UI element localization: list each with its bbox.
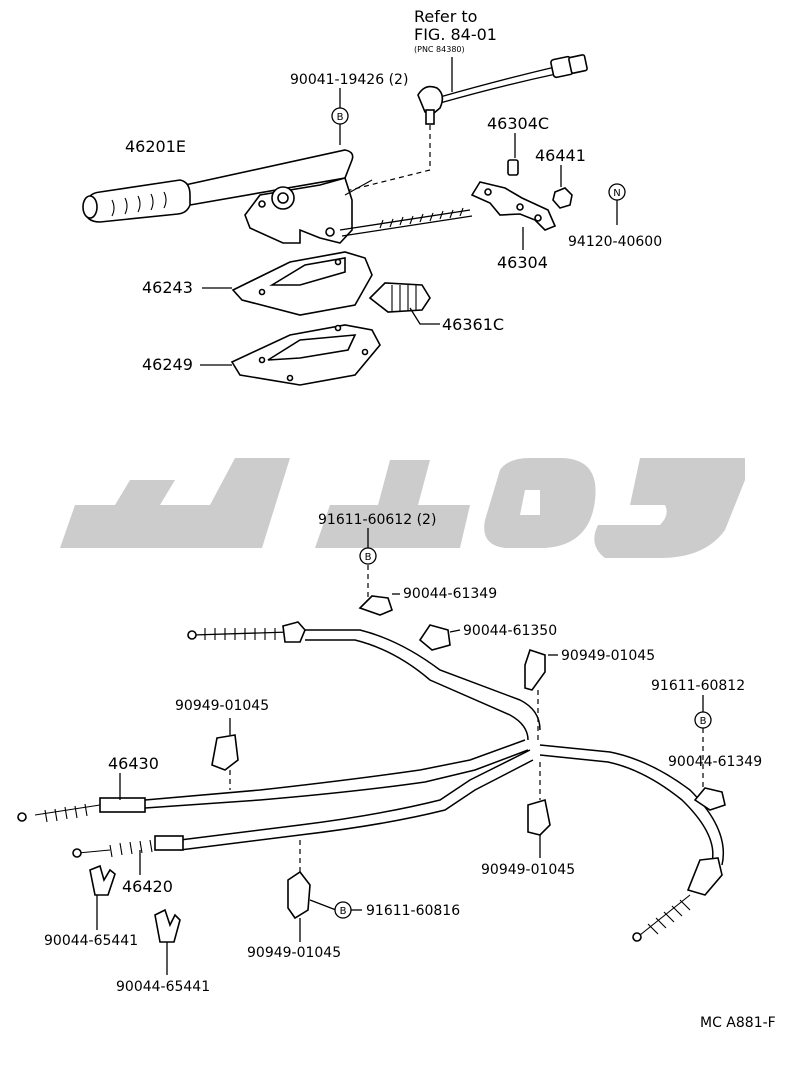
clip-90949-01045-top (524, 648, 546, 691)
leader-lines-lower (96, 528, 704, 975)
nut-46441 (552, 187, 573, 209)
figure-code: MC A881-F (700, 1015, 776, 1031)
label-90949-01045-low: 90949-01045 (247, 945, 341, 961)
clip-90044-61349-right (693, 787, 726, 811)
label-46304: 46304 (497, 253, 548, 272)
clip-90044-61349-top (358, 595, 393, 616)
boot-46243 (231, 251, 373, 316)
label-46243: 46243 (142, 278, 193, 297)
label-90044-65441-b: 90044-65441 (116, 979, 210, 995)
svg-text:B: B (340, 906, 347, 917)
clip-90044-61350 (418, 624, 451, 651)
svg-text:B: B (365, 552, 372, 563)
label-46420: 46420 (122, 877, 173, 896)
svg-text:B: B (700, 716, 707, 727)
label-46201e: 46201E (125, 137, 186, 156)
svg-text:N: N (613, 188, 620, 199)
label-90044-61349-right: 90044-61349 (668, 754, 762, 770)
label-91611-60812: 91611-60812 (651, 678, 745, 694)
pin-46304c (507, 159, 519, 176)
clip-90949-01045-mid (527, 798, 551, 836)
marker-b-1: B (331, 107, 349, 125)
label-46441: 46441 (535, 146, 586, 165)
label-90949-01045-left: 90949-01045 (175, 698, 269, 714)
label-90949-01045-mid: 90949-01045 (481, 862, 575, 878)
clip-90949-01045-low (287, 870, 311, 920)
watermark-logo (60, 458, 745, 558)
clip-90044-65441-a (89, 864, 116, 896)
bracket-46304 (470, 181, 557, 231)
label-46304c: 46304C (487, 114, 549, 133)
label-91611-60612-2: 91611-60612 (2) (318, 512, 436, 528)
label-94120-40600: 94120-40600 (568, 234, 662, 250)
label-90041-19426: 90041-19426 (2) (290, 72, 408, 88)
brake-cable-assembly (17, 621, 725, 942)
parking-brake-lever-assembly (82, 54, 588, 244)
marker-b-4: B (334, 901, 352, 919)
marker-n: N (608, 183, 626, 201)
marker-b-3: B (694, 711, 712, 729)
plate-46249 (230, 324, 381, 386)
label-46430: 46430 (108, 754, 159, 773)
label-91611-60816: 91611-60816 (366, 903, 460, 919)
marker-b-2: B (359, 547, 377, 565)
label-90044-61350: 90044-61350 (463, 623, 557, 639)
leader-lines-upper (200, 57, 618, 366)
label-90044-65441-a: 90044-65441 (44, 933, 138, 949)
label-46249: 46249 (142, 355, 193, 374)
label-90044-61349-top: 90044-61349 (403, 586, 497, 602)
label-46361c: 46361C (442, 315, 504, 334)
svg-text:B: B (337, 112, 344, 123)
refer-line2: FIG. 84-01 (414, 25, 497, 44)
label-90949-01045-top: 90949-01045 (561, 648, 655, 664)
grommet-46361c (368, 282, 431, 313)
refer-line3: (PNC 84380) (414, 45, 465, 54)
clip-90949-01045-left (211, 734, 239, 771)
refer-line1: Refer to (414, 7, 477, 26)
clip-90044-65441-b (154, 908, 181, 943)
